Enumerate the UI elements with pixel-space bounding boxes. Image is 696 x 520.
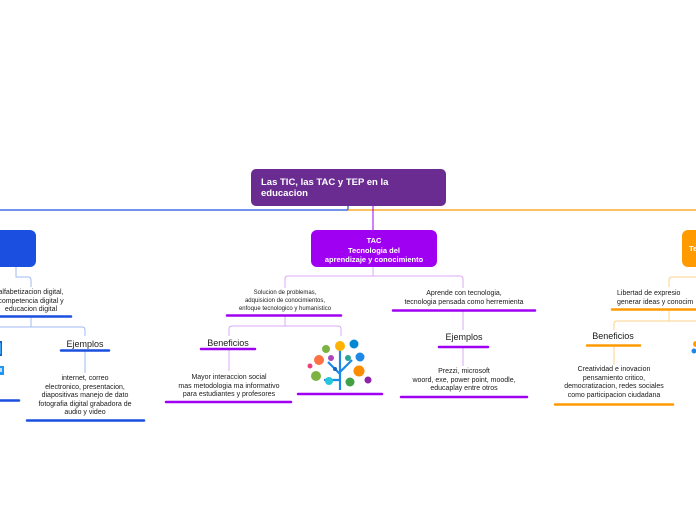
tac-topic[interactable]: TAC Tecnologia del aprendizaje y conocim… <box>311 230 437 267</box>
tac-examples-title: Ejemplos <box>445 332 483 342</box>
tac-learn-text: Aprende con tecnologia, tecnologia pensa… <box>404 290 524 306</box>
root-topic[interactable]: Las TIC, las TAC y TEP en la educacion <box>251 169 446 206</box>
tep-benefits-title: Beneficios <box>592 331 634 341</box>
tep-benefits-text: Creatividad e inovacion pensamiento crit… <box>564 366 664 399</box>
tac-examples-text: Prezzi, microsoft woord, exe, power poin… <box>412 368 516 393</box>
tic-examples-text: internet, correo electronico, presentaci… <box>38 375 132 417</box>
technology-tree-icon <box>307 339 372 390</box>
tic-topic[interactable] <box>0 230 36 267</box>
tac-benefits-title: Beneficios <box>207 338 249 348</box>
tac-benefits-text: Mayor interaccion social mas metodologia… <box>178 374 280 399</box>
tep-topic[interactable]: Te <box>682 230 696 267</box>
root-title: Las TIC, las TAC y TEP en la educacion <box>261 177 389 199</box>
idea-icon <box>691 341 696 354</box>
tic-examples-title: Ejemplos <box>66 339 104 349</box>
tac-approach: Solucion de problemas, adquisicion de co… <box>238 290 332 312</box>
tic-concepts: alfabetizacion digital, competencia digi… <box>0 289 64 314</box>
tep-freedom-text: Libertad de expresio generar ideas y con… <box>617 290 694 306</box>
device-icon <box>0 341 4 375</box>
